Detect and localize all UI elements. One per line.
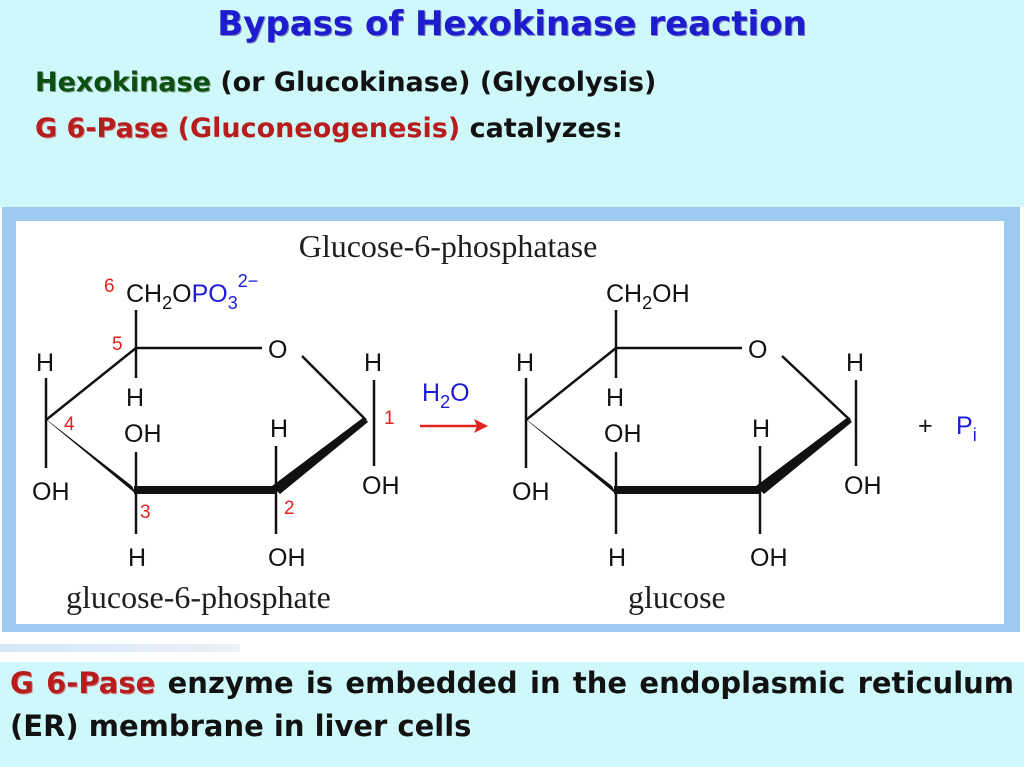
reactant-name: glucose-6-phosphate	[66, 579, 331, 615]
carbon-number-6: 6	[104, 276, 115, 297]
c2-hydroxyl: OH	[268, 544, 306, 572]
footer-enzyme-name: G 6-Pase	[10, 666, 156, 700]
ring-oxygen: O	[268, 336, 287, 364]
product-c4-hydroxyl: OH	[512, 478, 550, 506]
c4-hydrogen: H	[36, 349, 54, 377]
reaction-arrow: H2O	[420, 379, 488, 433]
product-c1-hydroxyl: OH	[844, 472, 882, 500]
c5-c4-bond	[45, 347, 137, 421]
carbon-number-5: 5	[112, 334, 123, 355]
c5-hydrogen: H	[126, 384, 144, 412]
carbon-number-1: 1	[384, 408, 395, 429]
product-ring-oxygen: O	[748, 336, 767, 364]
c1-hydrogen: H	[364, 349, 382, 377]
g6pase-line: G 6-Pase (Gluconeogenesis) catalyzes:	[35, 113, 623, 144]
g6pase-pathway: (Gluconeogenesis)	[168, 113, 461, 144]
c4-c3-wedge	[46, 419, 136, 494]
water-reagent: H2O	[422, 379, 470, 412]
g6pase-verb: catalyzes:	[460, 113, 623, 144]
product-c5-hydrogen: H	[606, 384, 624, 412]
product-c2-c1-wedge	[756, 417, 852, 494]
hexokinase-description: (or Glucokinase) (Glycolysis)	[210, 67, 657, 98]
product-c3-hydrogen: H	[608, 544, 626, 572]
product-c4-hydrogen: H	[516, 349, 534, 377]
decorative-band	[0, 644, 240, 652]
carbon-number-3: 3	[140, 502, 151, 523]
carbon-number-4: 4	[64, 414, 75, 435]
c3-hydrogen: H	[128, 544, 146, 572]
product-c5-c4-bond	[525, 347, 617, 421]
arrow-head-icon	[474, 419, 488, 433]
ch2o-substituent: CH2OPO32−	[126, 271, 258, 313]
o-c1-bond	[301, 355, 367, 421]
diagram-frame	[2, 207, 1020, 632]
product-name: glucose	[628, 579, 726, 615]
product-c2-hydrogen: H	[752, 415, 770, 443]
c2-hydrogen: H	[270, 415, 288, 443]
c4-hydroxyl: OH	[32, 478, 70, 506]
enzyme-label: Glucose-6-phosphatase	[299, 228, 598, 264]
hexokinase-name: Hexokinase	[35, 67, 211, 98]
product-glucose: CH2OH O H H OH OH H H OH H OH glucose	[512, 280, 882, 615]
ch2oh-substituent: CH2OH	[606, 280, 690, 313]
header-panel: Bypass of Hexokinase reaction Hexokinase…	[0, 0, 1024, 207]
slide-title: Bypass of Hexokinase reaction	[217, 4, 807, 44]
g6pase-name: G 6-Pase	[35, 113, 169, 144]
product-o-c1-bond	[781, 355, 851, 421]
hexokinase-line: Hexokinase (or Glucokinase) (Glycolysis)	[35, 67, 656, 98]
inorganic-phosphate: Pi	[956, 412, 977, 445]
plus-sign: +	[918, 412, 933, 440]
c1-hydroxyl: OH	[362, 472, 400, 500]
reactant-glucose-6-phosphate: 6 CH2OPO32− O 5 H H 4 OH OH 3 H H 2 OH H…	[32, 271, 400, 615]
product-c3-hydroxyl: OH	[604, 420, 642, 448]
footer-panel: G 6-Pase enzyme is embedded in the endop…	[0, 662, 1024, 767]
product-c2-hydroxyl: OH	[750, 544, 788, 572]
product-c4-c3-wedge	[526, 419, 616, 494]
c3-hydroxyl: OH	[124, 420, 162, 448]
diagram-panel	[16, 221, 1004, 624]
footer-description: enzyme is embedded in the endoplasmic re…	[10, 666, 1014, 743]
footer-statement: G 6-Pase enzyme is embedded in the endop…	[10, 662, 1014, 748]
carbon-number-2: 2	[284, 498, 295, 519]
c2-c1-wedge	[272, 417, 368, 494]
product-c1-hydrogen: H	[846, 349, 864, 377]
